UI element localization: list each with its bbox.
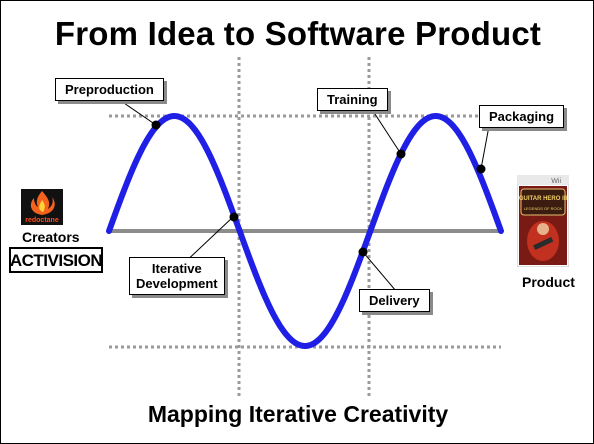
training-callout: Training: [317, 88, 388, 111]
packaging-marker: [476, 164, 486, 174]
wii-platform-label: Wii: [551, 178, 561, 185]
training-leader: [372, 110, 402, 155]
preproduction-marker: [151, 120, 161, 130]
preproduction-callout: Preproduction: [55, 78, 164, 101]
iterative-label-line2: Development: [136, 276, 218, 291]
creators-label: Creators: [22, 229, 80, 245]
redoctane-logo: redoctane: [21, 189, 63, 225]
preproduction-label: Preproduction: [65, 82, 154, 97]
redoctane-wordmark: redoctane: [25, 217, 59, 224]
slide-title: From Idea to Software Product: [54, 15, 542, 52]
delivery-label: Delivery: [369, 293, 420, 308]
training-marker: [396, 149, 406, 159]
slide-subtitle: Mapping Iterative Creativity: [147, 401, 449, 427]
product-label: Product: [522, 274, 575, 290]
delivery-marker: [358, 247, 368, 257]
box-brand-text: GUITAR HERO III: [519, 196, 568, 202]
box-subtitle-text: LEGENDS OF ROCK: [524, 206, 563, 211]
packaging-leader: [480, 125, 490, 170]
guitar-hero-box-icon: Wii GUITAR HERO III LEGENDS OF ROCK: [516, 174, 570, 268]
delivery-callout: Delivery: [359, 289, 430, 312]
delivery-leader: [362, 251, 397, 292]
iterative-label-line1: Iterative: [151, 261, 202, 276]
milestone-markers: [151, 120, 486, 257]
activision-wordmark: ACTIVISION: [10, 251, 103, 270]
activision-logo: ACTIVISION: [9, 247, 103, 273]
training-label: Training: [327, 92, 378, 107]
preproduction-leader: [120, 100, 157, 126]
iterative-development-callout: Iterative Development: [129, 257, 225, 295]
product-box-art: Wii GUITAR HERO III LEGENDS OF ROCK: [516, 174, 570, 268]
redoctane-flame-icon: redoctane: [21, 189, 63, 225]
packaging-callout: Packaging: [479, 105, 565, 128]
sine-wave: [106, 113, 504, 350]
packaging-label: Packaging: [489, 109, 555, 124]
iterative-marker: [229, 212, 239, 222]
activision-wordmark-icon: ACTIVISION: [10, 249, 103, 271]
